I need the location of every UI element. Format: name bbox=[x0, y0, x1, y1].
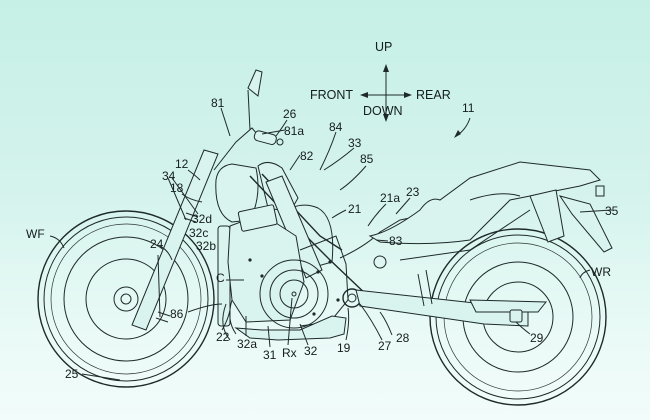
ref-11: 11 bbox=[462, 101, 475, 115]
ref-81a: 81a bbox=[284, 124, 305, 138]
engine bbox=[227, 204, 349, 341]
ref-32d: 32d bbox=[192, 212, 213, 226]
ref-31: 31 bbox=[263, 348, 277, 362]
down-label: DOWN bbox=[363, 104, 403, 118]
up-label: UP bbox=[375, 40, 393, 54]
rear-label: REAR bbox=[416, 88, 451, 102]
orientation-arrows bbox=[360, 64, 412, 122]
front-wheel bbox=[37, 210, 215, 388]
ref-26: 26 bbox=[283, 107, 297, 121]
ref-32c: 32c bbox=[189, 226, 209, 240]
ref-84: 84 bbox=[329, 120, 343, 134]
ref-22: 22 bbox=[216, 330, 230, 344]
ref-24: 24 bbox=[150, 237, 164, 251]
seat-rear-body bbox=[368, 161, 613, 269]
ref-27: 27 bbox=[378, 339, 392, 353]
ref-28: 28 bbox=[396, 331, 410, 345]
ref-35: 35 bbox=[605, 204, 619, 218]
ref-82: 82 bbox=[300, 149, 314, 163]
ref-85: 85 bbox=[360, 152, 374, 166]
ref-21: 21 bbox=[348, 202, 362, 216]
ref-c: C bbox=[216, 271, 225, 285]
ref-12: 12 bbox=[175, 157, 189, 171]
ref-32a: 32a bbox=[237, 337, 258, 351]
front-fork bbox=[131, 149, 219, 331]
ref-32b: 32b bbox=[196, 239, 217, 253]
ref-wf: WF bbox=[26, 227, 45, 241]
ref-33: 33 bbox=[348, 136, 362, 150]
ref-21a: 21a bbox=[380, 191, 401, 205]
ref-23: 23 bbox=[406, 185, 420, 199]
handlebar-mirror bbox=[213, 69, 284, 171]
ref-wr: WR bbox=[591, 265, 611, 279]
ref-81: 81 bbox=[211, 96, 225, 110]
exhaust-pipe bbox=[222, 299, 237, 341]
swingarm bbox=[342, 269, 548, 327]
ref-34: 34 bbox=[162, 169, 176, 183]
ref-rx: Rx bbox=[282, 346, 297, 360]
frame bbox=[249, 173, 448, 299]
ref-32: 32 bbox=[304, 344, 318, 358]
front-label: FRONT bbox=[310, 88, 354, 102]
ref-29: 29 bbox=[530, 331, 544, 345]
ref-86: 86 bbox=[170, 307, 184, 321]
ref-83: 83 bbox=[389, 234, 403, 248]
ref-25: 25 bbox=[65, 367, 79, 381]
ref-19: 19 bbox=[337, 341, 351, 355]
